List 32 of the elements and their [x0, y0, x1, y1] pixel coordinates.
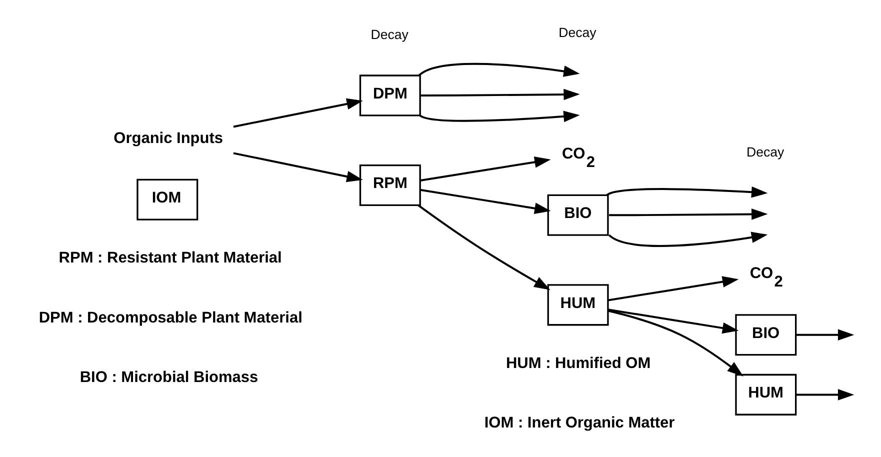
- label: RPM : Resistant Plant Material: [58, 248, 282, 266]
- node-box: HUM: [734, 373, 796, 415]
- label: DPM : Decomposable Plant Material: [38, 308, 302, 326]
- arrow: [607, 276, 738, 301]
- arrow: [606, 186, 768, 198]
- node-box: DPM: [358, 74, 420, 116]
- arrow: [607, 309, 743, 376]
- node-box: BIO: [734, 314, 796, 356]
- arrow: [420, 188, 550, 214]
- label: Decay: [558, 24, 596, 40]
- arrow: [419, 110, 580, 122]
- arrow: [418, 62, 580, 76]
- label: HUM : Humified OM: [505, 354, 650, 372]
- label: IOM : Inert Organic Matter: [484, 414, 674, 432]
- label: Decay: [746, 144, 784, 160]
- arrow: [232, 98, 362, 128]
- arrow: [232, 152, 362, 182]
- node-box: BIO: [546, 194, 608, 236]
- arrow: [420, 156, 550, 182]
- arrow: [417, 204, 550, 290]
- node-text: Organic Inputs: [113, 129, 223, 146]
- arrow: [795, 388, 854, 400]
- arrow: [795, 328, 854, 340]
- arrow: [420, 88, 580, 100]
- arrow: [608, 208, 768, 220]
- label: Decay: [370, 26, 408, 42]
- node-box: RPM: [358, 164, 420, 206]
- label: BIO : Microbial Biomass: [79, 368, 258, 386]
- node-box: IOM: [136, 178, 198, 220]
- arrow: [608, 231, 768, 246]
- node-box: HUM: [546, 284, 608, 326]
- arrow: [607, 308, 738, 334]
